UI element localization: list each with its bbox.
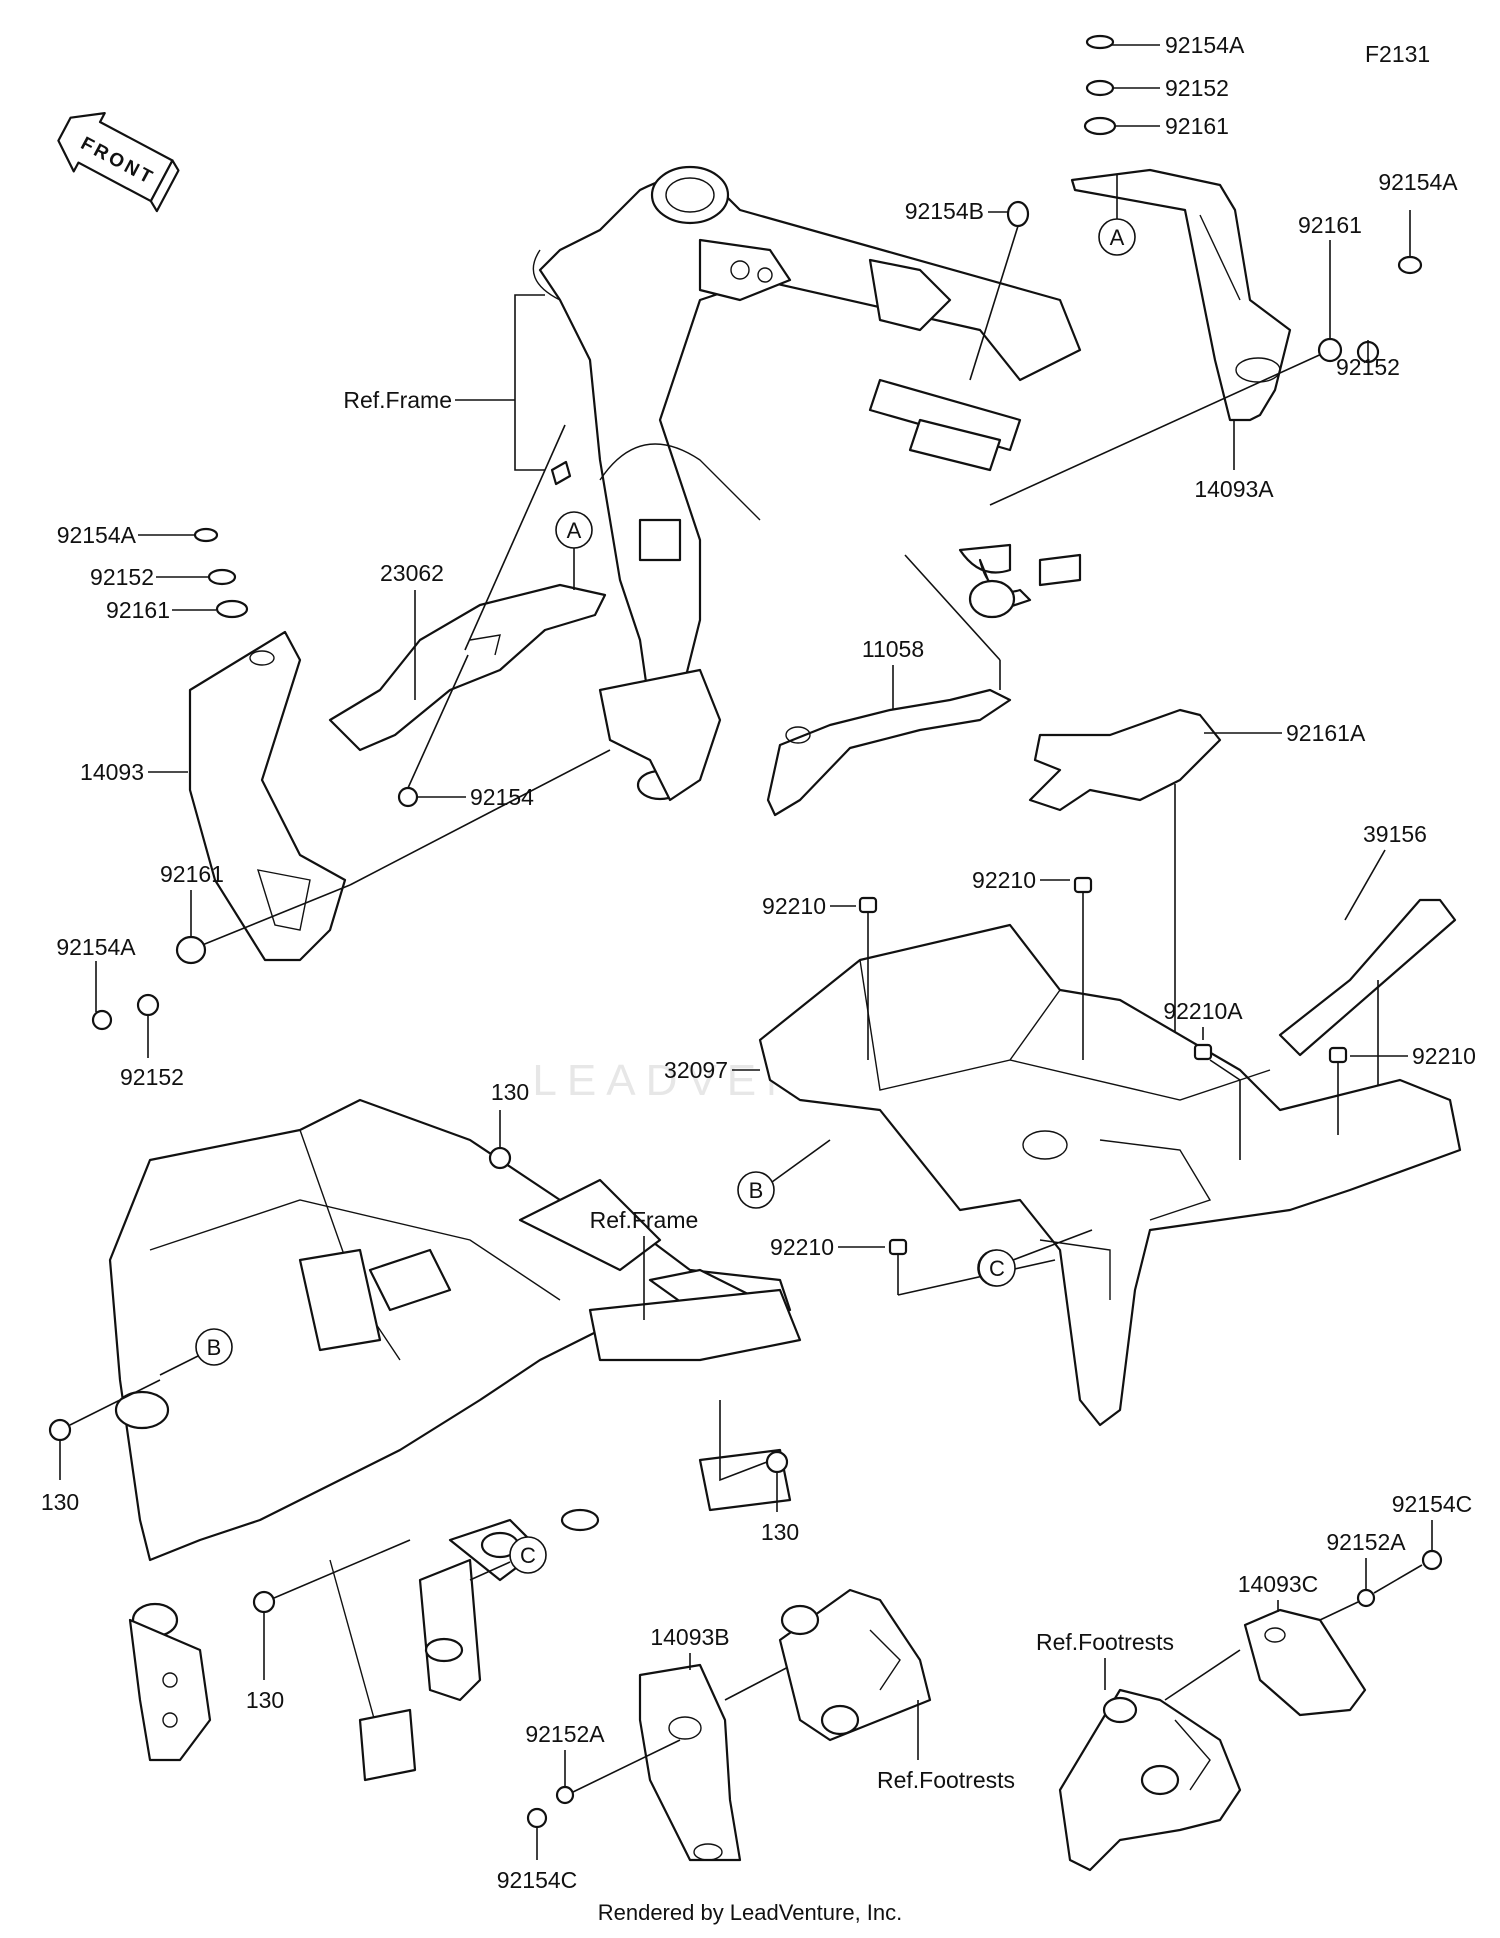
label-92154C-right: 92154C	[1392, 1491, 1473, 1517]
pad-92161A-drawing	[1028, 708, 1222, 812]
upper-frame-drawing	[532, 165, 1082, 802]
label-92210-b: 92210	[972, 867, 1036, 893]
bracket-23062-drawing	[328, 583, 607, 752]
label-92161-left: 92161	[106, 597, 170, 623]
cover-14093-drawing	[188, 630, 347, 962]
label-130-a: 130	[491, 1079, 529, 1105]
label-92161-top: 92161	[1165, 113, 1229, 139]
ref-frame-label-lower: Ref.Frame	[590, 1207, 699, 1233]
label-39156: 39156	[1363, 821, 1427, 847]
label-92210-d: 92210	[770, 1234, 834, 1260]
label-32097: 32097	[664, 1057, 728, 1083]
lower-frame-drawing	[108, 1098, 802, 1782]
marker-C-left: C	[520, 1543, 536, 1568]
label-92154A-lower-left: 92154A	[56, 934, 136, 960]
marker-B-left: B	[207, 1335, 222, 1360]
footer-credit: Rendered by LeadVenture, Inc.	[597, 1900, 903, 1925]
label-92210-a: 92210	[762, 893, 826, 919]
label-14093A: 14093A	[1194, 476, 1274, 502]
label-92210A: 92210A	[1163, 998, 1243, 1024]
label-92152-top: 92152	[1165, 75, 1229, 101]
label-92154B: 92154B	[905, 198, 984, 224]
cover-14093B-drawing	[638, 1663, 742, 1862]
label-130-d: 130	[246, 1687, 284, 1713]
strip-39156-drawing	[1278, 898, 1457, 1057]
label-92152A-right: 92152A	[1326, 1529, 1406, 1555]
label-92154A-right: 92154A	[1378, 169, 1458, 195]
cover-14093C-drawing	[1243, 1608, 1367, 1717]
ref-footrests-label-center: Ref.Footrests	[877, 1767, 1015, 1793]
label-92154A-top: 92154A	[1165, 32, 1245, 58]
label-92152-lower-left: 92152	[120, 1064, 184, 1090]
label-23062: 23062	[380, 560, 444, 586]
footrest-bracket-center-drawing	[778, 1588, 932, 1742]
marker-C-right: C	[989, 1256, 1005, 1281]
label-11058: 11058	[862, 636, 924, 662]
label-92154A-left: 92154A	[57, 522, 137, 548]
label-130-c: 130	[761, 1519, 799, 1545]
battery-case-32097-drawing	[758, 923, 1462, 1427]
stay-11058-drawing	[766, 688, 1012, 817]
label-92161-right: 92161	[1298, 212, 1362, 238]
label-92161A: 92161A	[1286, 720, 1366, 746]
label-92152A-left: 92152A	[525, 1721, 605, 1747]
label-130-b: 130	[41, 1489, 79, 1515]
marker-A-left: A	[567, 518, 582, 543]
front-arrow-icon: FRONT	[57, 112, 180, 213]
ref-footrests-label-right: Ref.Footrests	[1036, 1629, 1174, 1655]
label-14093B: 14093B	[650, 1624, 729, 1650]
label-92152-left: 92152	[90, 564, 154, 590]
label-92161-lower-left: 92161	[160, 861, 224, 887]
marker-B-right: B	[749, 1178, 764, 1203]
label-14093C: 14093C	[1238, 1571, 1319, 1597]
diagram-code: F2131	[1365, 41, 1430, 67]
footrest-bracket-right-drawing	[1058, 1688, 1242, 1872]
label-92210-c: 92210	[1412, 1043, 1476, 1069]
cover-14093A-drawing	[1070, 168, 1292, 422]
label-92152-right: 92152	[1336, 354, 1400, 380]
label-14093: 14093	[80, 759, 144, 785]
fastener-stack-right-top	[1083, 34, 1160, 136]
ref-frame-label-top: Ref.Frame	[343, 387, 452, 413]
marker-A-top: A	[1110, 225, 1125, 250]
label-92154C-left: 92154C	[497, 1867, 578, 1893]
